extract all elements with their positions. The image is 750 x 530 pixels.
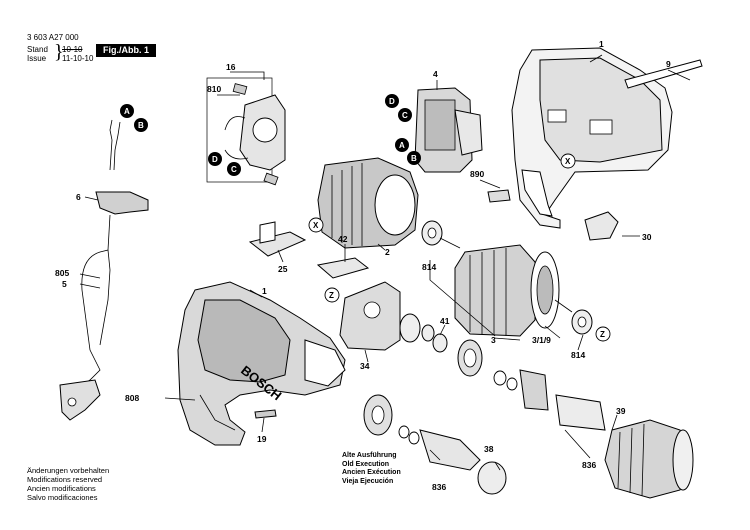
- power-cord-assembly: [59, 119, 149, 421]
- label-part-39: 39: [616, 406, 626, 416]
- svg-text:D: D: [212, 155, 218, 164]
- gear-shaft-group: [457, 339, 606, 431]
- label-part-805: 805: [55, 268, 69, 278]
- stator-part-2: [317, 157, 419, 249]
- label-part-6: 6: [76, 192, 81, 202]
- label-part-16: 16: [226, 62, 236, 72]
- note-line: Ancien modifications: [27, 484, 96, 493]
- old-exec-line: Vieja Ejecución: [342, 477, 394, 485]
- svg-text:C: C: [231, 165, 237, 174]
- label-part-1-mid: 1: [262, 286, 267, 296]
- label-part-5: 5: [62, 279, 67, 289]
- label-part-25: 25: [278, 264, 288, 274]
- callout-c-switch: C: [398, 108, 412, 122]
- armature-part-3: [421, 220, 593, 337]
- bracket-25: [248, 221, 307, 257]
- label-part-836-a: 836: [432, 482, 446, 492]
- svg-text:X: X: [313, 221, 319, 230]
- reference-rings: X X Z Z: [308, 153, 611, 342]
- old-execution-legend: Alte Ausführung Old Execution Ancien Exé…: [342, 452, 401, 486]
- svg-text:B: B: [138, 121, 144, 130]
- part-9-strip: [624, 59, 703, 89]
- leader-lines: [79, 54, 691, 471]
- screw-19: [254, 409, 277, 419]
- old-exec-line: Old Execution: [342, 460, 390, 468]
- label-part-30: 30: [642, 232, 652, 242]
- document-number: 3 603 A27 000: [27, 33, 79, 42]
- svg-text:A: A: [399, 141, 405, 150]
- housing-slot: [589, 119, 613, 135]
- svg-text:A: A: [124, 107, 130, 116]
- part-number-labels: 1 9 4 16 810 6 890 30 805 5 42 2 25 814 …: [55, 39, 671, 492]
- label-part-34: 34: [360, 361, 370, 371]
- old-execution-parts: [363, 394, 507, 495]
- note-line: Modifications reserved: [27, 475, 103, 484]
- label-part-9: 9: [666, 59, 671, 69]
- callout-d-switch: D: [385, 94, 399, 108]
- label-part-814-b: 814: [571, 350, 585, 360]
- old-exec-line: Ancien Exécution: [342, 469, 401, 476]
- note-line: Änderungen vorbehalten: [27, 466, 110, 475]
- svg-text:B: B: [411, 154, 417, 163]
- housing-slot: [547, 109, 567, 123]
- issue-label: Issue: [27, 54, 47, 63]
- label-part-3: 3: [491, 335, 496, 345]
- label-part-808: 808: [125, 393, 139, 403]
- label-part-814-a: 814: [422, 262, 436, 272]
- callout-b-switch: B: [407, 151, 421, 165]
- bearing-41: [432, 333, 448, 353]
- callout-c-brush: C: [227, 162, 241, 176]
- label-part-3-1-9: 3/1/9: [532, 335, 551, 345]
- label-part-4: 4: [433, 69, 438, 79]
- label-part-1: 1: [599, 39, 604, 49]
- old-exec-line: Alte Ausführung: [342, 452, 397, 459]
- modification-notes: Änderungen vorbehalten Modifications res…: [27, 466, 109, 502]
- part-42: [316, 257, 370, 279]
- label-part-38: 38: [484, 444, 494, 454]
- gear-housing-34: [339, 281, 435, 351]
- callout-d-brush: D: [208, 152, 222, 166]
- stand-date: 10-10: [62, 45, 83, 54]
- label-part-2: 2: [385, 247, 390, 257]
- stand-label: Stand: [27, 45, 48, 54]
- label-part-19: 19: [257, 434, 267, 444]
- brace-glyph: }: [54, 41, 64, 63]
- ring-z-gear-housing: Z: [324, 287, 340, 303]
- switch-part-4: [414, 87, 483, 173]
- brush-holder-16: [206, 77, 286, 186]
- issue-date: 11-10-10: [62, 54, 94, 63]
- note-line: Salvo modificaciones: [27, 493, 98, 502]
- svg-text:C: C: [402, 111, 408, 120]
- callout-b-cord: B: [134, 118, 148, 132]
- figure-badge: Fig./Abb. 1: [96, 44, 156, 57]
- drill-chuck-39: [604, 419, 694, 499]
- drill-body-part-1: BOSCH: [177, 281, 346, 446]
- label-part-890: 890: [470, 169, 484, 179]
- label-part-41: 41: [440, 316, 450, 326]
- svg-text:X: X: [565, 157, 571, 166]
- svg-text:Z: Z: [600, 330, 605, 339]
- label-part-810: 810: [207, 84, 221, 94]
- label-part-836-b: 836: [582, 460, 596, 470]
- label-part-42: 42: [338, 234, 348, 244]
- part-890: [487, 189, 511, 203]
- svg-text:Z: Z: [329, 291, 334, 300]
- callout-a-cord: A: [120, 104, 134, 118]
- connection-callouts: A B D C D C A B: [120, 94, 421, 176]
- callout-a-switch: A: [395, 138, 409, 152]
- part-30: [584, 211, 619, 241]
- ring-z-chuck: Z: [595, 326, 611, 342]
- ring-x-housing: X: [560, 153, 576, 169]
- ring-x-stator: X: [308, 217, 324, 233]
- svg-text:D: D: [389, 97, 395, 106]
